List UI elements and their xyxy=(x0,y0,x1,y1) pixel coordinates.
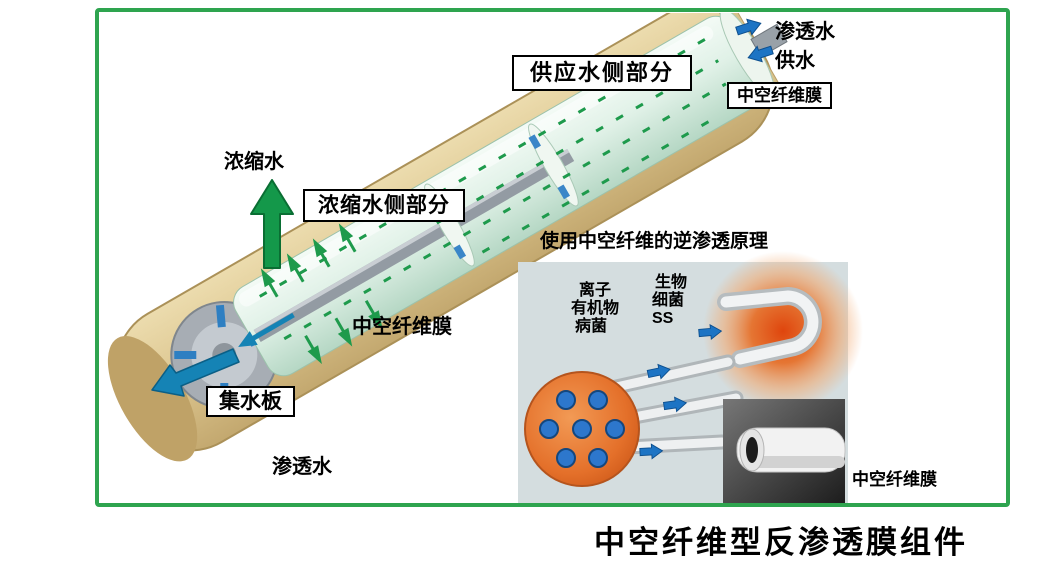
label-organics: 有机物 xyxy=(571,300,620,317)
figure-caption: 中空纤维型反渗透膜组件 xyxy=(594,525,968,560)
concentrate-arrow xyxy=(250,179,294,269)
label-hollow-fiber-photo: 中空纤维膜 xyxy=(852,470,937,489)
inset-panel xyxy=(518,251,863,503)
label-germs: 病菌 xyxy=(575,318,608,335)
center-pipe xyxy=(253,148,575,343)
label-concentrate-side-section: 浓缩水侧部分 xyxy=(303,189,465,222)
green-flow-dashes xyxy=(258,35,727,341)
label-inset-title: 使用中空纤维的逆渗透原理 xyxy=(540,231,769,252)
permeate-arrow xyxy=(151,348,240,397)
orange-glow xyxy=(703,251,863,411)
label-biomatter: 生物 xyxy=(655,274,688,291)
label-concentrate: 浓缩水 xyxy=(224,151,284,173)
label-hollow-fiber-mid: 中空纤维膜 xyxy=(352,316,452,338)
label-collector-plate: 集水板 xyxy=(206,386,295,417)
outward-flow-arrows xyxy=(260,223,383,365)
label-ss: SS xyxy=(652,310,674,327)
membrane-module xyxy=(107,13,788,462)
label-feed-side-section: 供应水侧部分 xyxy=(512,55,693,91)
label-bacteria: 细菌 xyxy=(652,292,685,309)
label-hollow-fiber-top: 中空纤维膜 xyxy=(727,82,832,109)
label-feed: 供水 xyxy=(775,50,815,72)
fiber-photo xyxy=(723,399,846,503)
u-fiber xyxy=(717,286,822,368)
label-permeate-bottom: 渗透水 xyxy=(272,456,332,478)
fiber-bundle-disc xyxy=(524,371,640,487)
label-permeate-top: 渗透水 xyxy=(775,21,835,43)
label-ions: 离子 xyxy=(579,282,612,299)
shell-opening xyxy=(107,336,198,462)
